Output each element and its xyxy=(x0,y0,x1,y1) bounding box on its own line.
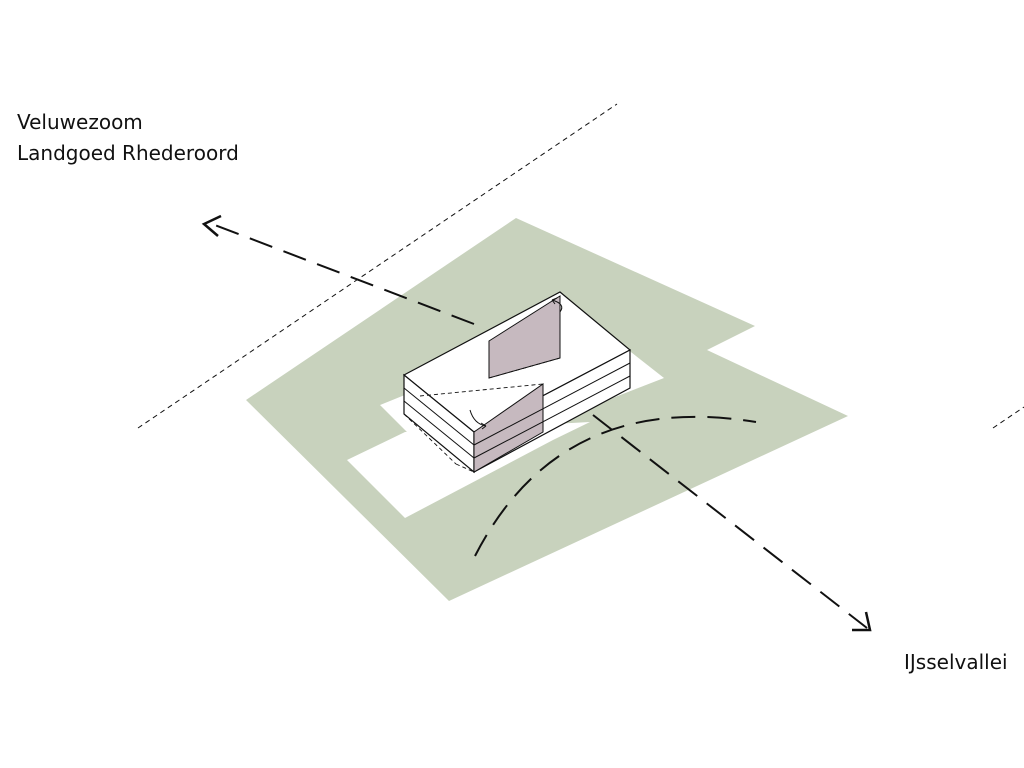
boundary-line-right xyxy=(992,406,1024,429)
building-volume xyxy=(402,291,632,474)
rotation-arrow-lower xyxy=(469,409,487,427)
void-bottom xyxy=(347,422,590,518)
highlight-lower xyxy=(473,383,544,473)
arrow-down-right-icon xyxy=(852,611,872,632)
view-line-left xyxy=(206,221,475,325)
label-ijsselvallei: IJsselvallei xyxy=(904,650,1008,674)
route-curve xyxy=(474,415,757,557)
boundary-line-left xyxy=(137,103,618,429)
label-veluwezoom: Veluwezoom xyxy=(17,110,143,134)
view-line-right xyxy=(592,414,868,629)
label-landgoed-rhederoord: Landgoed Rhederoord xyxy=(17,141,239,165)
rotation-arrow-upper xyxy=(551,299,563,313)
arrow-up-left-icon xyxy=(201,214,222,237)
